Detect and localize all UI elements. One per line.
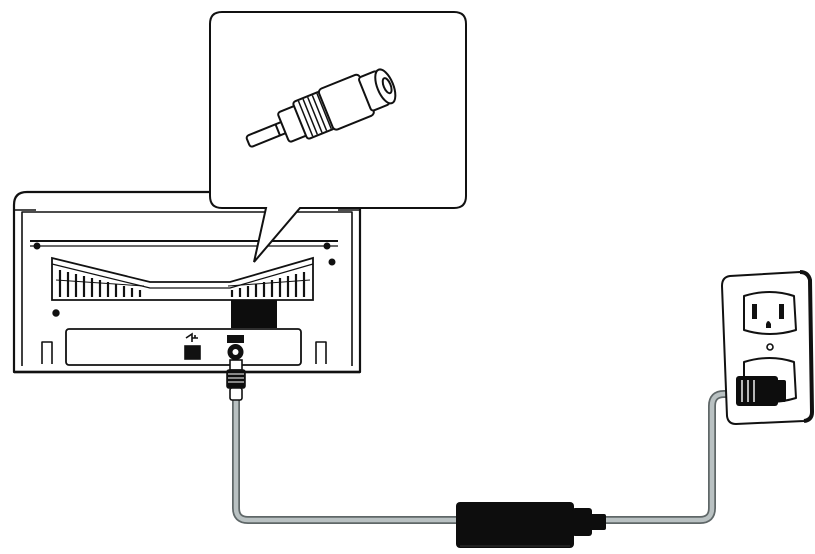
dc-power-port xyxy=(227,335,244,360)
wall-plug xyxy=(736,376,786,406)
callout-bubble xyxy=(209,11,467,263)
dc-plug-inserted xyxy=(226,359,246,401)
connector-housing xyxy=(231,300,277,328)
dc-plug-zoom xyxy=(245,68,397,148)
vent-grille xyxy=(51,256,314,301)
power-adapter xyxy=(456,502,606,548)
usb-icon xyxy=(184,332,201,360)
power-cable xyxy=(232,390,742,524)
